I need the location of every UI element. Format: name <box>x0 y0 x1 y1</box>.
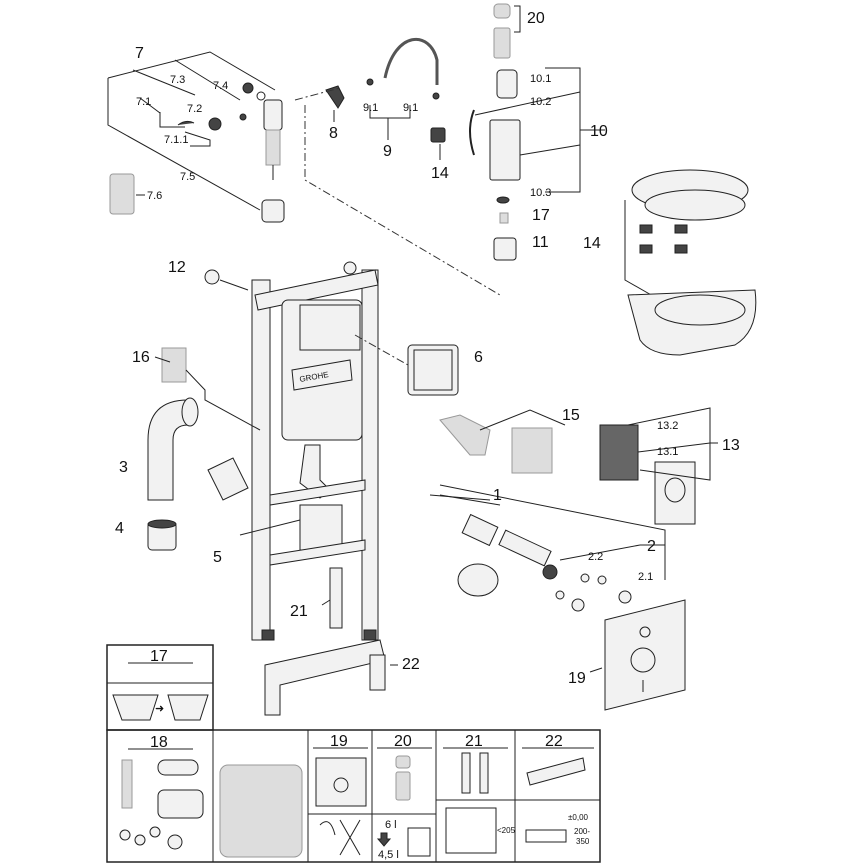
actuator-box <box>354 334 459 396</box>
installation-frame: GROHE <box>204 261 379 641</box>
dimension-zero: ±0,00 <box>568 813 589 822</box>
mounting-kit <box>439 409 566 474</box>
connection-pipes <box>429 484 666 612</box>
callout-21: 21 <box>290 603 308 620</box>
callout-2-2: 2.2 <box>588 551 603 563</box>
callout-9: 9 <box>383 143 392 160</box>
flush-valve <box>469 3 605 261</box>
callout-7-6: 7.6 <box>147 190 162 202</box>
wall-bracket <box>154 347 261 431</box>
callout-10-1: 10.1 <box>530 73 551 85</box>
callout-22: 22 <box>402 656 420 673</box>
callout-10: 10 <box>590 123 608 140</box>
flush-plate <box>599 407 718 525</box>
callout-13-1: 13.1 <box>657 446 678 458</box>
dimension-200: 200- <box>574 827 590 836</box>
hose-and-clips <box>294 37 501 296</box>
callout-7-3: 7.3 <box>170 74 185 86</box>
legend-title-21: 21 <box>465 733 483 750</box>
legend-title-17: 17 <box>150 648 168 665</box>
callout-8: 8 <box>329 125 338 142</box>
callout-7-1: 7.1 <box>136 96 151 108</box>
callout-13-2: 13.2 <box>657 420 678 432</box>
legend-title-18: 18 <box>150 734 168 751</box>
fill-valve-kit <box>107 51 285 223</box>
callout-7: 7 <box>135 45 144 62</box>
callout-10-3: 10.3 <box>530 187 551 199</box>
callout-19: 19 <box>568 670 586 687</box>
callout-9-1a: 9.1 <box>363 102 378 114</box>
toilet-bowl-and-seat <box>624 169 757 356</box>
callout-20: 20 <box>527 10 545 27</box>
callout-7-2: 7.2 <box>187 103 202 115</box>
callout-5: 5 <box>213 549 222 566</box>
callout-2: 2 <box>647 538 656 555</box>
callout-1: 1 <box>493 487 502 504</box>
callout-15: 15 <box>562 407 580 424</box>
arrow-icon: ➜ <box>155 703 164 715</box>
callout-14a: 14 <box>431 165 449 182</box>
callout-14b: 14 <box>583 235 601 252</box>
callout-2-1: 2.1 <box>638 571 653 583</box>
legend-title-22: 22 <box>545 733 563 750</box>
flush-volume-partial: 4,5 l <box>378 849 399 861</box>
callout-13: 13 <box>722 437 740 454</box>
support-bracket <box>264 639 398 716</box>
callout-12: 12 <box>168 259 186 276</box>
legend-title-20: 20 <box>394 733 412 750</box>
callout-6: 6 <box>474 349 483 366</box>
callout-16: 16 <box>132 349 150 366</box>
callout-7-5: 7.5 <box>180 171 195 183</box>
callout-17: 17 <box>532 207 550 224</box>
flush-volume-full: 6 l <box>385 819 397 831</box>
accessory-legend: ➜ <box>106 644 601 863</box>
callout-7-1-1: 7.1.1 <box>164 134 188 146</box>
callout-7-4: 7.4 <box>213 80 228 92</box>
callout-10-2: 10.2 <box>530 96 551 108</box>
dimension-205: <205 <box>497 826 516 835</box>
callout-9-1b: 9.1 <box>403 102 418 114</box>
callout-11: 11 <box>532 234 549 251</box>
frame-feet <box>321 567 343 629</box>
legend-title-19: 19 <box>330 733 348 750</box>
callout-3: 3 <box>119 459 128 476</box>
sound-insulation-pad <box>589 599 686 711</box>
callout-4: 4 <box>115 520 124 537</box>
dimension-350: 350 <box>576 837 590 846</box>
drain-bend <box>147 397 249 551</box>
